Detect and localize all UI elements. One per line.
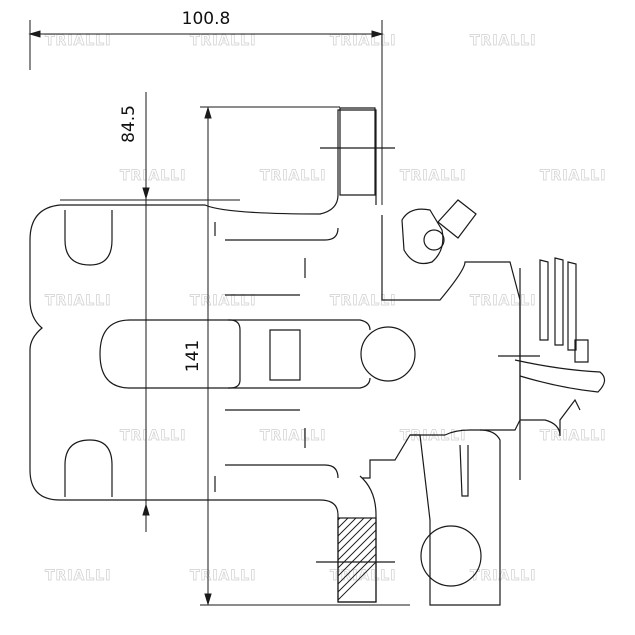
pad-rail-bottom <box>228 377 371 389</box>
watermark-mark: TRIALLI <box>120 168 186 184</box>
hatch-line <box>337 553 377 593</box>
arrow-left <box>28 30 41 38</box>
hatch-line <box>337 517 373 553</box>
upper-arm-inner <box>225 227 339 241</box>
watermark-mark: TRIALLI <box>400 428 466 444</box>
hatch-line <box>337 529 377 569</box>
bracket-slot <box>459 444 469 497</box>
watermark-mark: TRIALLI <box>190 293 256 309</box>
lever-arm <box>514 359 606 393</box>
watermark-mark: TRIALLI <box>190 568 256 584</box>
watermark-mark: TRIALLI <box>330 568 396 584</box>
bleed-screw-hex <box>423 229 445 251</box>
watermark-mark: TRIALLI <box>330 293 396 309</box>
upper-boss <box>339 107 376 196</box>
height-arrow-bottom <box>204 593 212 606</box>
watermark-mark: TRIALLI <box>470 293 536 309</box>
lower-arm-inner <box>225 464 339 479</box>
dimension-lines <box>28 20 410 606</box>
watermark-mark: TRIALLI <box>330 33 396 49</box>
watermark-mark: TRIALLI <box>260 168 326 184</box>
watermark-mark: TRIALLI <box>470 568 536 584</box>
watermark-mark: TRIALLI <box>45 33 111 49</box>
watermark-mark: TRIALLI <box>470 33 536 49</box>
watermark-mark: TRIALLI <box>45 293 111 309</box>
piston-circle <box>360 326 416 382</box>
arrow-right <box>371 30 384 38</box>
caliper-body <box>29 107 606 606</box>
lower-slot <box>64 439 113 497</box>
spring-post-3 <box>567 261 577 351</box>
bleed-screw-base <box>401 208 444 265</box>
hatch-line <box>337 545 377 585</box>
bleed-screw-nipple <box>437 199 477 239</box>
hatch-line <box>337 517 357 537</box>
offset-arrow-top <box>142 187 150 200</box>
width-dimension-label: 100.8 <box>182 9 231 29</box>
offset-dimension-label: 84.5 <box>119 105 139 143</box>
handbrake-bracket <box>410 429 501 606</box>
pad-rail-top <box>228 319 371 331</box>
pad-block <box>269 329 301 381</box>
hatch-line <box>337 537 377 577</box>
watermark-mark: TRIALLI <box>120 428 186 444</box>
watermark-mark: TRIALLI <box>540 428 606 444</box>
hatch-line <box>337 517 365 545</box>
spring-post-2 <box>554 257 564 346</box>
watermark-layer: TRIALLI TRIALLI TRIALLI TRIALLI TRIALLI TRIAL… <box>45 33 606 585</box>
middle-slot <box>99 319 241 389</box>
height-dimension-label: 141 <box>183 340 203 372</box>
lever-pivot <box>574 339 589 363</box>
watermark-mark: TRIALLI <box>45 568 111 584</box>
spring-post-1 <box>539 259 549 341</box>
watermark-mark: TRIALLI <box>190 33 256 49</box>
hatch-line <box>337 561 377 601</box>
watermark-mark: TRIALLI <box>400 168 466 184</box>
hatch-line <box>337 517 341 521</box>
housing-outline <box>362 215 521 479</box>
hatch-line <box>337 521 377 561</box>
lower-boss-hatch <box>337 517 377 601</box>
hatch-line <box>337 517 349 529</box>
upper-slot <box>64 210 113 266</box>
watermark-mark: TRIALLI <box>540 168 606 184</box>
height-arrow-top <box>204 106 212 119</box>
lever-spring <box>520 398 581 437</box>
bracket-hole <box>420 525 482 587</box>
offset-arrow-bottom <box>142 503 150 516</box>
watermark-mark: TRIALLI <box>260 428 326 444</box>
